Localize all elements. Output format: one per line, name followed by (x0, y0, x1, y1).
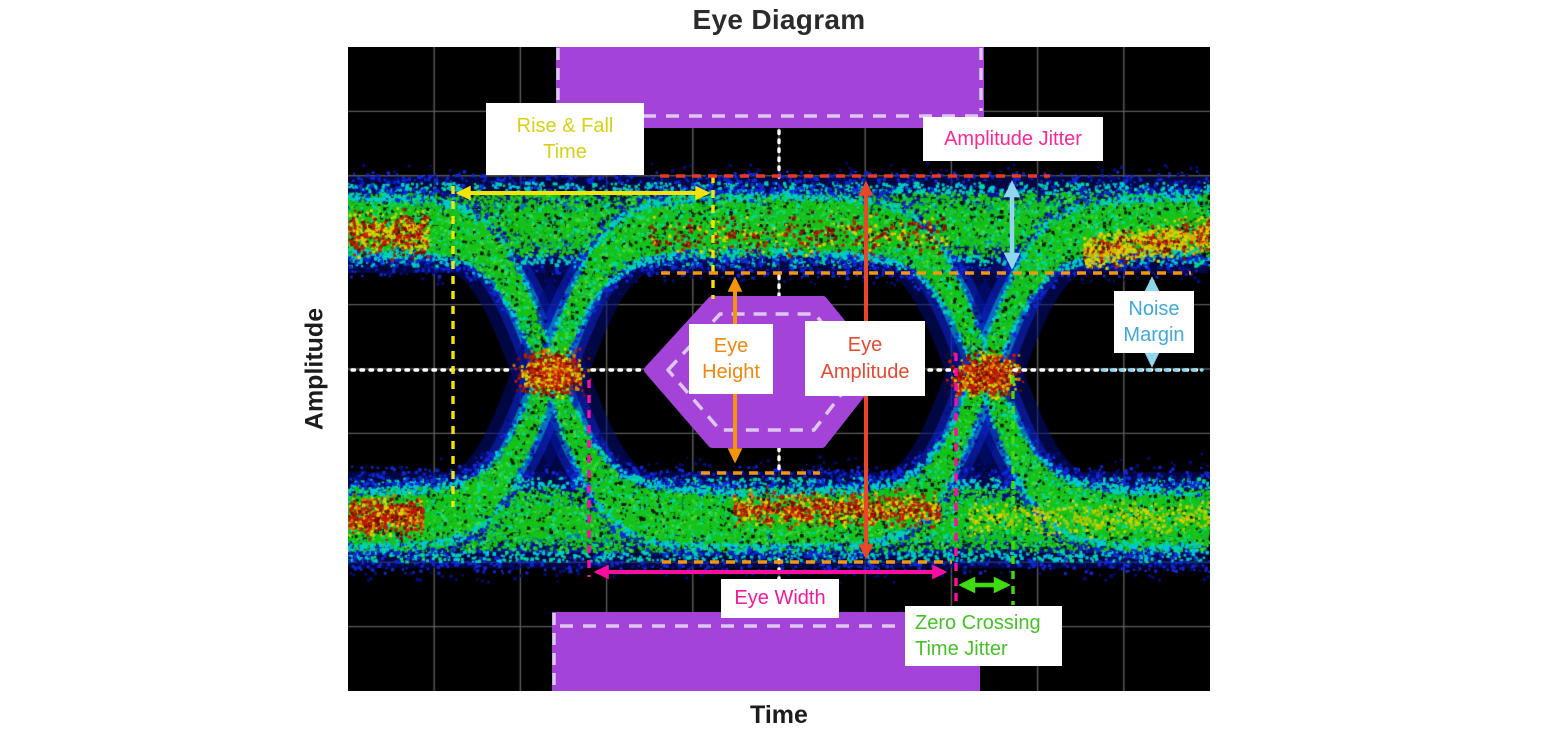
measurement-dashed-lines (451, 174, 1191, 605)
eye-height-label: Eye Height (689, 324, 773, 394)
page-title: Eye Diagram (692, 4, 866, 35)
y-axis-label: Amplitude (300, 307, 329, 431)
rise-fall-time-label: Rise & Fall Time (486, 103, 644, 175)
amplitude-jitter-label: Amplitude Jitter (923, 117, 1103, 161)
eye-amplitude-label: Eye Amplitude (805, 321, 925, 396)
noise-margin-label: Noise Margin (1114, 291, 1194, 353)
zero-crossing-time-jitter-label: Zero Crossing Time Jitter (905, 606, 1062, 666)
measurement-arrows (455, 180, 1161, 594)
eye-width-label: Eye Width (721, 579, 839, 618)
x-axis-label: Time (750, 701, 808, 729)
top-mask-region (556, 47, 984, 128)
